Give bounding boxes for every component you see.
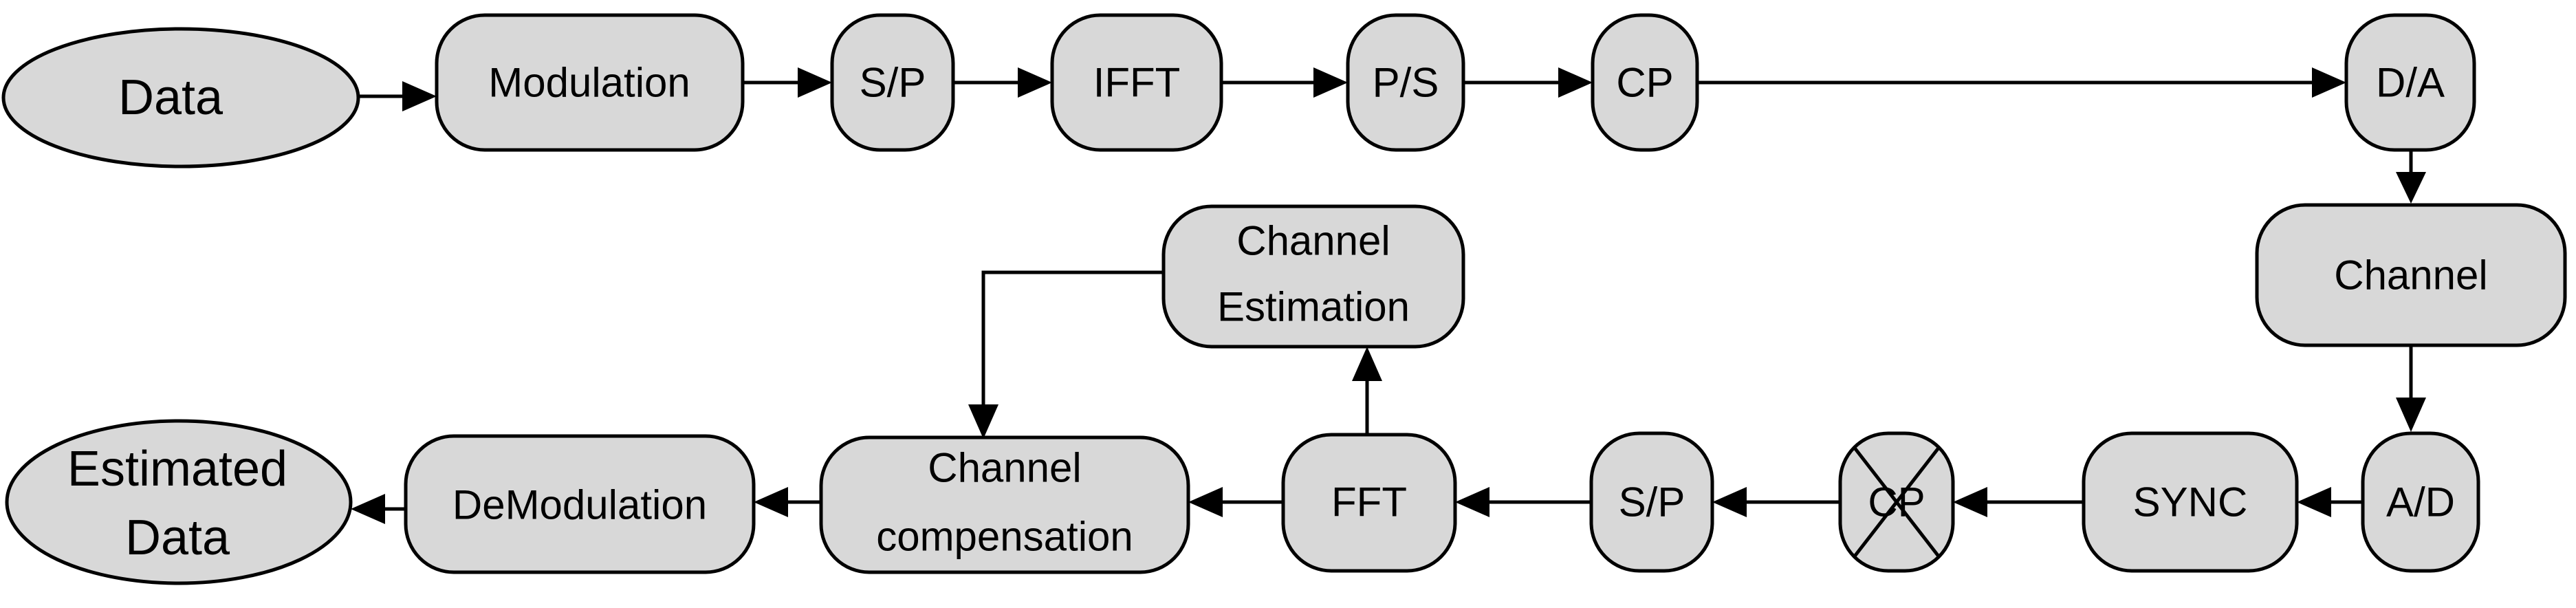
- node-label: Modulation: [488, 60, 690, 106]
- arrowhead: [1352, 347, 1382, 381]
- node-ps: P/S: [1346, 13, 1465, 152]
- arrowhead: [2396, 398, 2426, 432]
- cross-out-mark: [1853, 446, 1941, 558]
- arrowhead: [1313, 67, 1348, 98]
- node-sync: SYNC: [2082, 431, 2299, 573]
- node-ifft: IFFT: [1050, 13, 1223, 152]
- node-cp-insert: CP: [1591, 13, 1699, 152]
- connectors: [351, 67, 2426, 524]
- arrowhead: [754, 487, 788, 517]
- arrowhead: [1558, 67, 1593, 98]
- node-channel: Channel: [2255, 203, 2567, 347]
- node-label: S/P: [860, 60, 926, 106]
- node-label-line1: Channel: [928, 445, 1082, 491]
- arrowhead: [1953, 487, 1987, 517]
- node-label: S/P: [1619, 479, 1685, 525]
- arrowhead: [2396, 172, 2426, 204]
- arrowhead: [1018, 67, 1052, 98]
- node-sp-transmit: S/P: [830, 13, 955, 152]
- arrowhead: [2312, 67, 2346, 98]
- node-label-line2: Data: [125, 510, 230, 565]
- node-label-line1: Channel: [1236, 218, 1390, 264]
- arrowhead: [968, 404, 998, 439]
- node-label: Data: [118, 70, 223, 125]
- node-channel-estimation: Channel Estimation: [1161, 204, 1465, 349]
- arrowhead: [351, 494, 385, 524]
- arrowhead: [1188, 487, 1223, 517]
- node-label-line2: Estimation: [1217, 284, 1410, 330]
- node-label: CP: [1616, 60, 1673, 106]
- arrowhead: [1712, 487, 1747, 517]
- node-modulation: Modulation: [435, 13, 745, 152]
- node-label: P/S: [1373, 60, 1439, 106]
- node-sp-receive: S/P: [1589, 431, 1714, 573]
- arrowhead: [1455, 487, 1489, 517]
- node-label: A/D: [2386, 479, 2455, 525]
- node-demodulation: DeModulation: [404, 434, 756, 574]
- arrowhead: [798, 67, 832, 98]
- node-label: D/A: [2376, 60, 2445, 106]
- node-label-line2: compensation: [876, 514, 1133, 560]
- node-label: SYNC: [2133, 479, 2248, 525]
- node-channel-compensation: Channel compensation: [819, 435, 1190, 574]
- node-label-line1: Estimated: [67, 442, 287, 497]
- node-label: DeModulation: [452, 482, 707, 528]
- node-label: FFT: [1331, 479, 1407, 525]
- node-data: Data: [1, 27, 360, 169]
- arrow-estimation-to-compensation: [981, 270, 1164, 404]
- node-da: D/A: [2344, 13, 2476, 152]
- node-cp-removal: CP: [1838, 431, 1955, 573]
- node-ad: A/D: [2361, 431, 2480, 573]
- arrowhead: [402, 81, 437, 111]
- arrowhead: [2297, 487, 2331, 517]
- node-label: IFFT: [1093, 60, 1181, 106]
- node-label: Channel: [2334, 252, 2488, 298]
- node-fft: FFT: [1281, 433, 1457, 573]
- node-estimated-data: Estimated Data: [5, 419, 353, 585]
